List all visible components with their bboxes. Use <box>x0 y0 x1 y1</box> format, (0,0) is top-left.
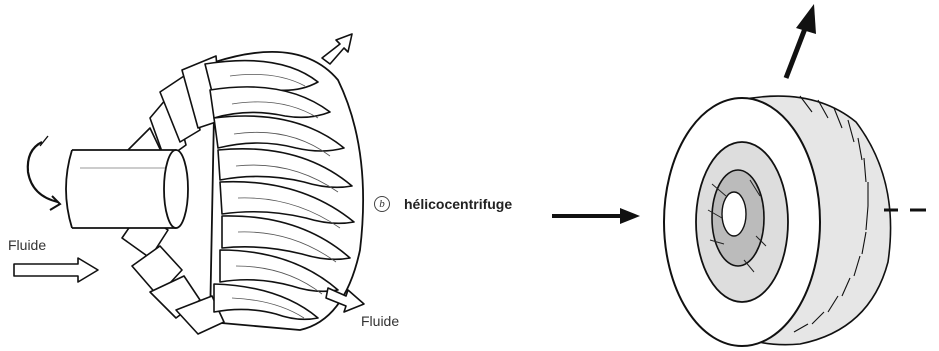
upward-flow-arrow-icon <box>322 34 352 64</box>
caption-marker: b <box>374 196 390 212</box>
centrifugal-wheel <box>664 96 891 346</box>
caption-text: hélicocentrifuge <box>404 196 512 212</box>
radial-outlet-arrow-icon <box>786 4 816 78</box>
fluid-inlet-label: Fluide <box>8 237 46 253</box>
mixed-flow-impeller <box>66 52 363 334</box>
curved-rotation-arrow-icon <box>28 136 60 210</box>
hollow-flow-arrow-icon <box>14 258 98 282</box>
fluid-outlet-label: Fluide <box>361 313 399 329</box>
shaft-end <box>164 150 188 228</box>
drive-shaft <box>72 150 176 228</box>
inlet-arrow-icon <box>552 208 640 224</box>
